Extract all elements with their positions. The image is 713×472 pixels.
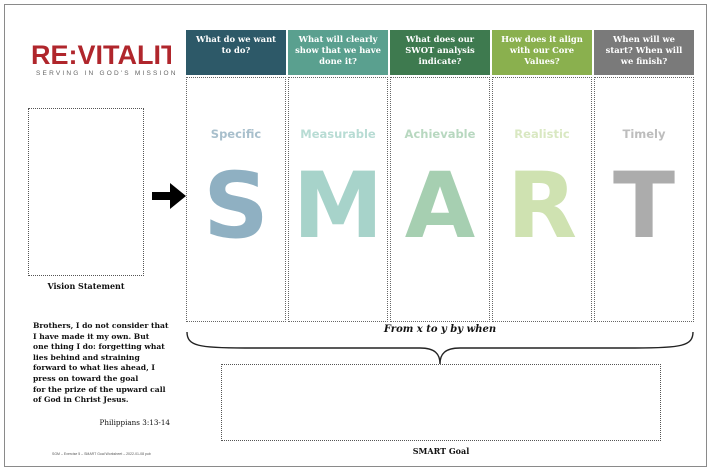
column-body[interactable]: Measurable M <box>288 77 388 322</box>
logo-text: RE:VITALITY <box>31 40 171 69</box>
formula-text: From x to y by when <box>383 324 497 335</box>
logo-tagline: SERVING IN GOD'S MISSION <box>36 70 178 77</box>
column-header: What does our SWOT analysis indicate? <box>390 30 490 75</box>
vision-statement-box[interactable] <box>28 108 144 276</box>
vision-statement-label: Vision Statement <box>47 281 125 291</box>
smart-grid: What do we want to do? Specific S What w… <box>185 30 695 324</box>
scripture-line: one thing I do: forgetting what <box>33 342 165 352</box>
smart-column-measurable: What will clearly show that we have done… <box>287 30 389 324</box>
column-word: Measurable <box>300 127 376 141</box>
scripture-line: lies behind and straining <box>33 352 140 362</box>
right-arrow-icon <box>152 183 186 209</box>
footer-note: SGM – Exercise 5 – SMART Goal Worksheet … <box>52 452 151 456</box>
column-letter: R <box>506 154 578 259</box>
smart-column-realistic: How does it align with our Core Values? … <box>491 30 593 324</box>
column-header: What will clearly show that we have done… <box>288 30 388 75</box>
column-letter: T <box>612 154 676 259</box>
smart-column-timely: When will we start? When will we finish?… <box>593 30 695 324</box>
smart-goal-box[interactable] <box>221 364 661 441</box>
smart-goal-label: SMART Goal <box>412 446 470 456</box>
scripture-line: Brothers, I do not consider that <box>33 321 169 330</box>
column-body[interactable]: Timely T <box>594 77 694 322</box>
logo-wordmark: RE:VITALITY <box>31 40 196 70</box>
worksheet-page <box>4 4 707 467</box>
column-word: Timely <box>622 127 666 141</box>
column-body[interactable]: Realistic R <box>492 77 592 322</box>
column-header: How does it align with our Core Values? <box>492 30 592 75</box>
column-header: When will we start? When will we finish? <box>594 30 694 75</box>
scripture-line: for the prize of the upward call <box>33 384 166 394</box>
column-word: Specific <box>210 127 262 141</box>
curly-brace-icon <box>186 331 694 365</box>
column-body[interactable]: Achievable A <box>390 77 490 322</box>
column-letter: A <box>404 154 476 259</box>
scripture-reference: Philippians 3:13-14 <box>99 418 170 427</box>
column-body[interactable]: Specific S <box>186 77 286 322</box>
scripture-line: I have made it my own. But <box>33 331 150 341</box>
revitality-logo: RE:VITALITY SERVING IN GOD'S MISSION <box>31 37 196 87</box>
scripture-line: of God in Christ Jesus. <box>33 395 129 405</box>
column-letter: S <box>203 154 269 259</box>
column-header: What do we want to do? <box>186 30 286 75</box>
scripture-line: press on toward the goal <box>33 373 139 383</box>
scripture-quote: Brothers, I do not consider that I have … <box>33 321 178 406</box>
smart-column-achievable: What does our SWOT analysis indicate? Ac… <box>389 30 491 324</box>
column-word: Achievable <box>404 127 476 141</box>
column-letter: M <box>292 154 384 259</box>
column-word: Realistic <box>514 127 570 141</box>
scripture-line: forward to what lies ahead, I <box>33 363 155 373</box>
smart-column-specific: What do we want to do? Specific S <box>185 30 287 324</box>
